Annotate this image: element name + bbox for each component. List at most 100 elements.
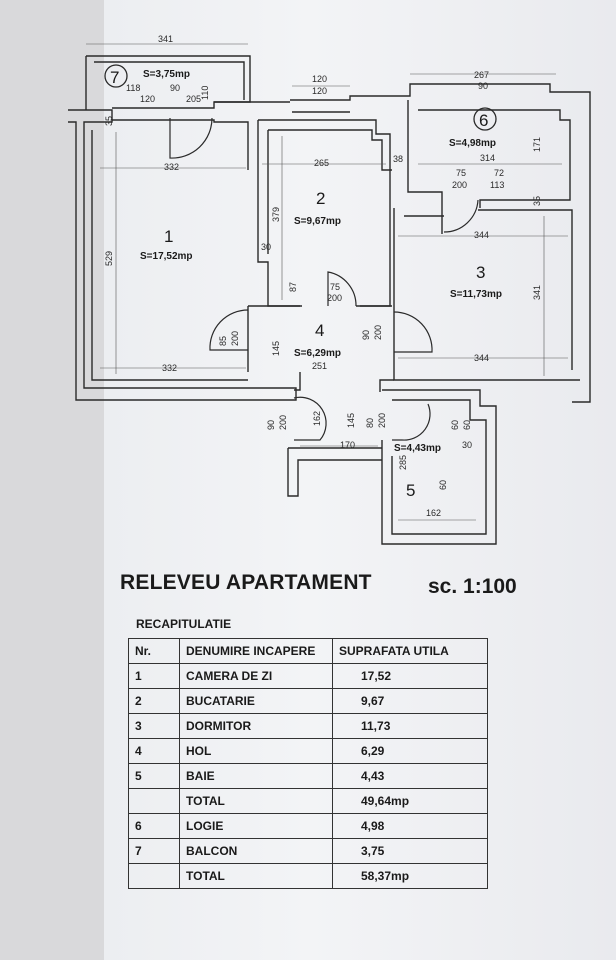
row-number: 7: [128, 838, 180, 864]
dim-label: 90: [361, 330, 371, 340]
dim-label: 35: [532, 196, 542, 206]
dim-label: 200: [230, 331, 240, 346]
room-area-2: S=9,67mp: [294, 216, 341, 227]
column-header: DENUMIRE INCAPERE: [179, 638, 333, 664]
room-area: 4,98: [332, 813, 488, 839]
room-number-2: 2: [316, 189, 325, 208]
dim-label: 171: [532, 137, 542, 152]
dim-label: 120: [140, 94, 155, 104]
row-number: 1: [128, 663, 180, 689]
dim-label: 205: [186, 94, 201, 104]
dim-label: 379: [271, 207, 281, 222]
scale-label: sc. 1:100: [428, 575, 517, 598]
dim-label: 314: [480, 153, 495, 163]
hall-wall: [247, 305, 394, 392]
dim-label: 332: [162, 363, 177, 373]
column-header: SUPRAFATA UTILA: [332, 638, 488, 664]
row-number: [128, 863, 180, 889]
summary-table: Nr. DENUMIRE INCAPERE SUPRAFATA UTILA 1 …: [128, 638, 488, 889]
room-area: 49,64mp: [332, 788, 488, 814]
dim-label: 332: [164, 162, 179, 172]
dim-label: 162: [426, 508, 441, 518]
inner-wall-room1: [91, 130, 248, 381]
row-number: 6: [128, 813, 180, 839]
table-row: 6 LOGIE 4,98: [128, 813, 488, 839]
dim-label: 90: [478, 81, 488, 91]
dim-label: 30: [261, 242, 271, 252]
dim-label: 80: [365, 418, 375, 428]
room-name: BUCATARIE: [179, 688, 333, 714]
dim-label: 120: [312, 86, 327, 96]
room-name: TOTAL: [179, 788, 333, 814]
room-number-5: 5: [406, 481, 415, 500]
bath-wall: [381, 389, 497, 545]
table-header-row: Nr. DENUMIRE INCAPERE SUPRAFATA UTILA: [128, 638, 488, 664]
dim-label: 267: [474, 70, 489, 80]
door-swing-balcony: [169, 117, 213, 159]
dim-label: 265: [314, 158, 329, 168]
dim-label: 60: [462, 420, 472, 430]
outer-wall-left: [68, 109, 297, 401]
dim-label: 72: [494, 168, 504, 178]
dim-label: 85: [218, 336, 228, 346]
door-swing-kitchen: [327, 271, 357, 307]
dim-label: 145: [346, 413, 356, 428]
table-row: 4 HOL 6,29: [128, 738, 488, 764]
dim-label: 60: [438, 480, 448, 490]
bath-side-wall: [287, 447, 382, 497]
room-area: 58,37mp: [332, 863, 488, 889]
dim-label: 75: [456, 168, 466, 178]
dim-label: 75: [330, 282, 340, 292]
table-row: 2 BUCATARIE 9,67: [128, 688, 488, 714]
dim-label: 145: [271, 341, 281, 356]
row-number: 4: [128, 738, 180, 764]
dim-label: 38: [393, 154, 403, 164]
dim-label: 341: [158, 34, 173, 44]
column-header: Nr.: [128, 638, 180, 664]
row-number: [128, 788, 180, 814]
table-row: 7 BALCON 3,75: [128, 838, 488, 864]
room-area: 9,67: [332, 688, 488, 714]
room-area-1: S=17,52mp: [140, 251, 193, 262]
room-name: BAIE: [179, 763, 333, 789]
room-area-7: S=3,75mp: [143, 69, 190, 80]
dim-label: 200: [452, 180, 467, 190]
document-title: RELEVEU APARTAMENT: [120, 571, 372, 594]
room-name: BALCON: [179, 838, 333, 864]
dim-label: 90: [170, 83, 180, 93]
room-number-3: 3: [476, 263, 485, 282]
dim-label: 200: [278, 415, 288, 430]
room-name: HOL: [179, 738, 333, 764]
dim-label: 110: [200, 86, 210, 100]
dim-label: 285: [398, 455, 408, 470]
room-number-1: 1: [164, 227, 173, 246]
dim-label: 200: [373, 325, 383, 340]
dim-label: 341: [532, 285, 542, 300]
door-swing-loggia: [443, 199, 479, 233]
room-area-6: S=4,98mp: [449, 138, 496, 149]
dim-label: 90: [266, 420, 276, 430]
dim-label: 200: [327, 293, 342, 303]
wall-top-right: [290, 83, 591, 403]
dim-label: 60: [450, 420, 460, 430]
room-name: TOTAL: [179, 863, 333, 889]
table-row-total: TOTAL 58,37mp: [128, 863, 488, 889]
room-name: CAMERA DE ZI: [179, 663, 333, 689]
room-name: LOGIE: [179, 813, 333, 839]
dim-label: 251: [312, 361, 327, 371]
dim-label: 200: [377, 413, 387, 428]
room-name: DORMITOR: [179, 713, 333, 739]
table-row: 3 DORMITOR 11,73: [128, 713, 488, 739]
dim-label: 35: [104, 116, 114, 126]
room-area: 3,75: [332, 838, 488, 864]
wall-top: [112, 101, 290, 170]
floor-plan: 7 6 1 2 3 4 5 S=3,75mp S=4,98mp S=17,52m…: [68, 34, 591, 545]
row-number: 2: [128, 688, 180, 714]
room-number-6: 6: [479, 111, 488, 130]
table-row: 1 CAMERA DE ZI 17,52: [128, 663, 488, 689]
room-number-7: 7: [110, 68, 119, 87]
dim-label: 344: [474, 230, 489, 240]
table-row: 5 BAIE 4,43: [128, 763, 488, 789]
recap-heading: RECAPITULATIE: [136, 617, 232, 631]
room-area: 17,52: [332, 663, 488, 689]
